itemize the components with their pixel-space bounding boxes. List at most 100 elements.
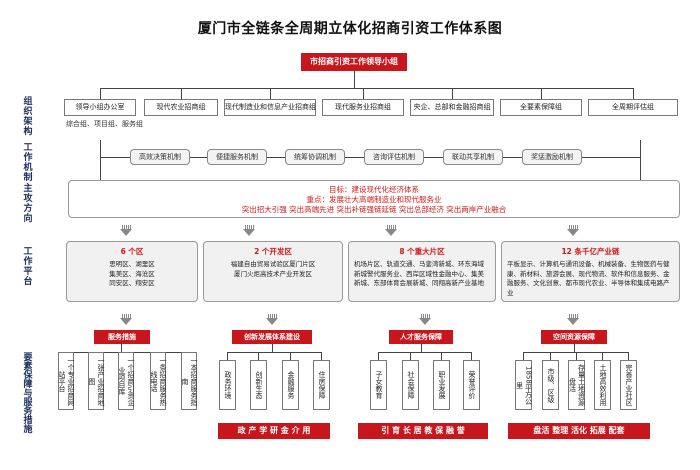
support-item: 完善产业社区 xyxy=(620,360,637,410)
connector-line xyxy=(633,88,634,99)
mechanism-service: 便捷服务机制 xyxy=(207,149,267,165)
platform-head: 6 个区 xyxy=(120,247,144,256)
connector-line xyxy=(441,352,442,360)
support-item: 职业发展 xyxy=(433,360,450,410)
connector-line xyxy=(410,352,411,360)
support-item: 一个专业招商网站平台 xyxy=(58,352,75,410)
down-arrow-icon xyxy=(419,314,432,325)
down-arrow-icon xyxy=(243,225,256,236)
support-item: 1858平方公里 xyxy=(515,360,533,410)
support-item: 一张产业招商地图 xyxy=(88,352,105,410)
row-label-org: 组织架构 xyxy=(23,97,33,137)
support-head-space: 空间资源保障 xyxy=(541,330,607,344)
down-arrow-icon xyxy=(120,225,133,236)
platform-industry-chains: 12 条千亿产业链 平板显示、计算机与通讯设备、机械装备、生物医药与健康、新材料… xyxy=(501,241,680,302)
connector-line xyxy=(640,140,641,180)
support-head-talent: 人才服务保障 xyxy=(389,330,453,344)
connector-line xyxy=(100,140,101,180)
goal-priorities: 突出招大引强 突出高端先进 突出补链强链延链 突出总部经济 突出两岸产业融合 xyxy=(241,205,507,214)
keyword-tag-talent: 引 育 长 居 教 保 融 誉 xyxy=(358,423,488,439)
org-unit-services: 现代服务业招商组 xyxy=(322,99,404,116)
platform-body: 思明区、湖里区 集美区、海沧区 同安区、翔安区 xyxy=(109,260,155,287)
support-head-innovation: 创新发展体系建设 xyxy=(232,330,312,344)
keyword-tag-space: 盘活 整理 活化 拓展 配套 xyxy=(508,423,650,439)
goal-target: 目标：建设现代化经济体系 xyxy=(329,185,419,194)
support-item: 一个招商引资企业项目库 xyxy=(118,352,135,410)
connector-line xyxy=(452,88,453,99)
platform-districts: 6 个区 思明区、湖里区 集美区、海沧区 同安区、翔安区 xyxy=(66,241,198,302)
connector-line xyxy=(523,352,524,360)
platform-body: 机场片区、轨道交通、马銮湾新城、环东海域新城警代服务业、西岸区域性金融中心、集美… xyxy=(354,260,484,287)
keyword-tag-innovation: 政 产 学 研 金 介 用 xyxy=(218,423,330,439)
connector-line xyxy=(363,88,364,99)
mechanism-coordination: 统筹协调机制 xyxy=(285,149,345,165)
platform-dev-zones: 2 个开发区 福建自由贸易试验区厦门片区 厦门火炬高技术产业开发区 xyxy=(203,241,343,302)
connector-line xyxy=(270,88,271,99)
connector-line xyxy=(550,352,551,360)
down-arrow-icon xyxy=(567,314,580,325)
connector-line xyxy=(258,352,259,360)
support-item: 社会保障 xyxy=(402,360,419,410)
connector-line xyxy=(541,88,542,99)
support-item: 荣誉评价 xyxy=(463,360,480,410)
support-item: 金融服务 xyxy=(282,360,299,410)
connector-line xyxy=(227,352,322,353)
support-item: 土地高效利用 xyxy=(594,360,611,410)
support-item: 市级、区级 xyxy=(542,360,559,410)
mechanism-sharing: 联动共享机制 xyxy=(443,149,503,165)
connector-line xyxy=(100,88,634,89)
platform-head: 2 个开发区 xyxy=(254,247,292,256)
support-item: 存量土地资源盘活 xyxy=(568,360,586,410)
org-unit-office: 领导小组办公室 xyxy=(64,99,136,116)
down-arrow-icon xyxy=(266,314,279,325)
support-item: 创新生态 xyxy=(250,360,267,410)
direction-box: 目标：建设现代化经济体系 重点：发展壮大高端制造业和现代服务业 突出招大引强 突… xyxy=(68,180,680,218)
org-sub-groups: 综合组、项目组、服务组 xyxy=(66,120,143,128)
platform-major-areas: 8 个重大片区 机场片区、轨道交通、马銮湾新城、环东海域新城警代服务业、西岸区域… xyxy=(348,241,496,302)
support-item: 政务环境 xyxy=(219,360,236,410)
org-unit-soe-finance: 央企、总部和金融招商组 xyxy=(410,99,494,116)
mechanism-incentive: 奖惩激励机制 xyxy=(522,149,582,165)
connector-line xyxy=(523,352,628,353)
row-label-direction: 主攻方向 xyxy=(23,184,33,224)
mechanism-decision: 高效决策机制 xyxy=(130,149,190,165)
row-label-platform: 工作平台 xyxy=(23,247,33,287)
connector-line xyxy=(290,352,291,360)
connector-line xyxy=(628,352,629,360)
down-arrow-icon xyxy=(385,225,398,236)
support-head-service: 服务措施 xyxy=(94,330,150,344)
org-unit-evaluation: 全周期评估组 xyxy=(588,99,678,116)
down-arrow-icon xyxy=(120,314,133,325)
connector-line xyxy=(100,88,101,99)
platform-head: 12 条千亿产业链 xyxy=(561,247,620,256)
leader-group-box: 市招商引资工作领导小组 xyxy=(301,53,407,71)
row-label-support: 要素保障与服务措施 xyxy=(23,353,33,435)
support-item: 子女教育 xyxy=(370,360,387,410)
connector-line xyxy=(471,352,472,360)
org-unit-factor-support: 全要素保障组 xyxy=(500,99,582,116)
connector-line xyxy=(421,344,422,352)
connector-line xyxy=(121,344,122,352)
connector-line xyxy=(574,344,575,352)
connector-line xyxy=(378,352,379,360)
connector-line xyxy=(354,71,355,88)
support-item: 一本招商服务指南 xyxy=(181,352,198,410)
connector-line xyxy=(227,352,228,360)
support-item: 住房保障 xyxy=(313,360,330,410)
mechanism-consulting: 咨询评估机制 xyxy=(364,149,424,165)
page-title: 厦门市全链条全周期立体化招商引资工作体系图 xyxy=(197,21,503,37)
platform-head: 8 个重大片区 xyxy=(399,247,445,256)
connector-line xyxy=(181,88,182,99)
connector-line xyxy=(576,352,577,360)
org-unit-manufacturing: 现代制造业和信息产业招商组 xyxy=(224,99,316,116)
platform-body: 福建自由贸易试验区厦门片区 厦门火炬高技术产业开发区 xyxy=(230,260,316,278)
connector-line xyxy=(321,352,322,360)
org-unit-agriculture: 现代农业招商组 xyxy=(144,99,218,116)
support-item: 一条招商服务热线电话 xyxy=(150,352,167,410)
connector-line xyxy=(272,344,273,352)
down-arrow-icon xyxy=(567,225,580,236)
connector-line xyxy=(602,352,603,360)
row-label-mechanism: 工作机制 xyxy=(23,143,33,183)
connector-line xyxy=(378,352,472,353)
goal-focus: 重点：发展壮大高端制造业和现代服务业 xyxy=(306,195,442,204)
